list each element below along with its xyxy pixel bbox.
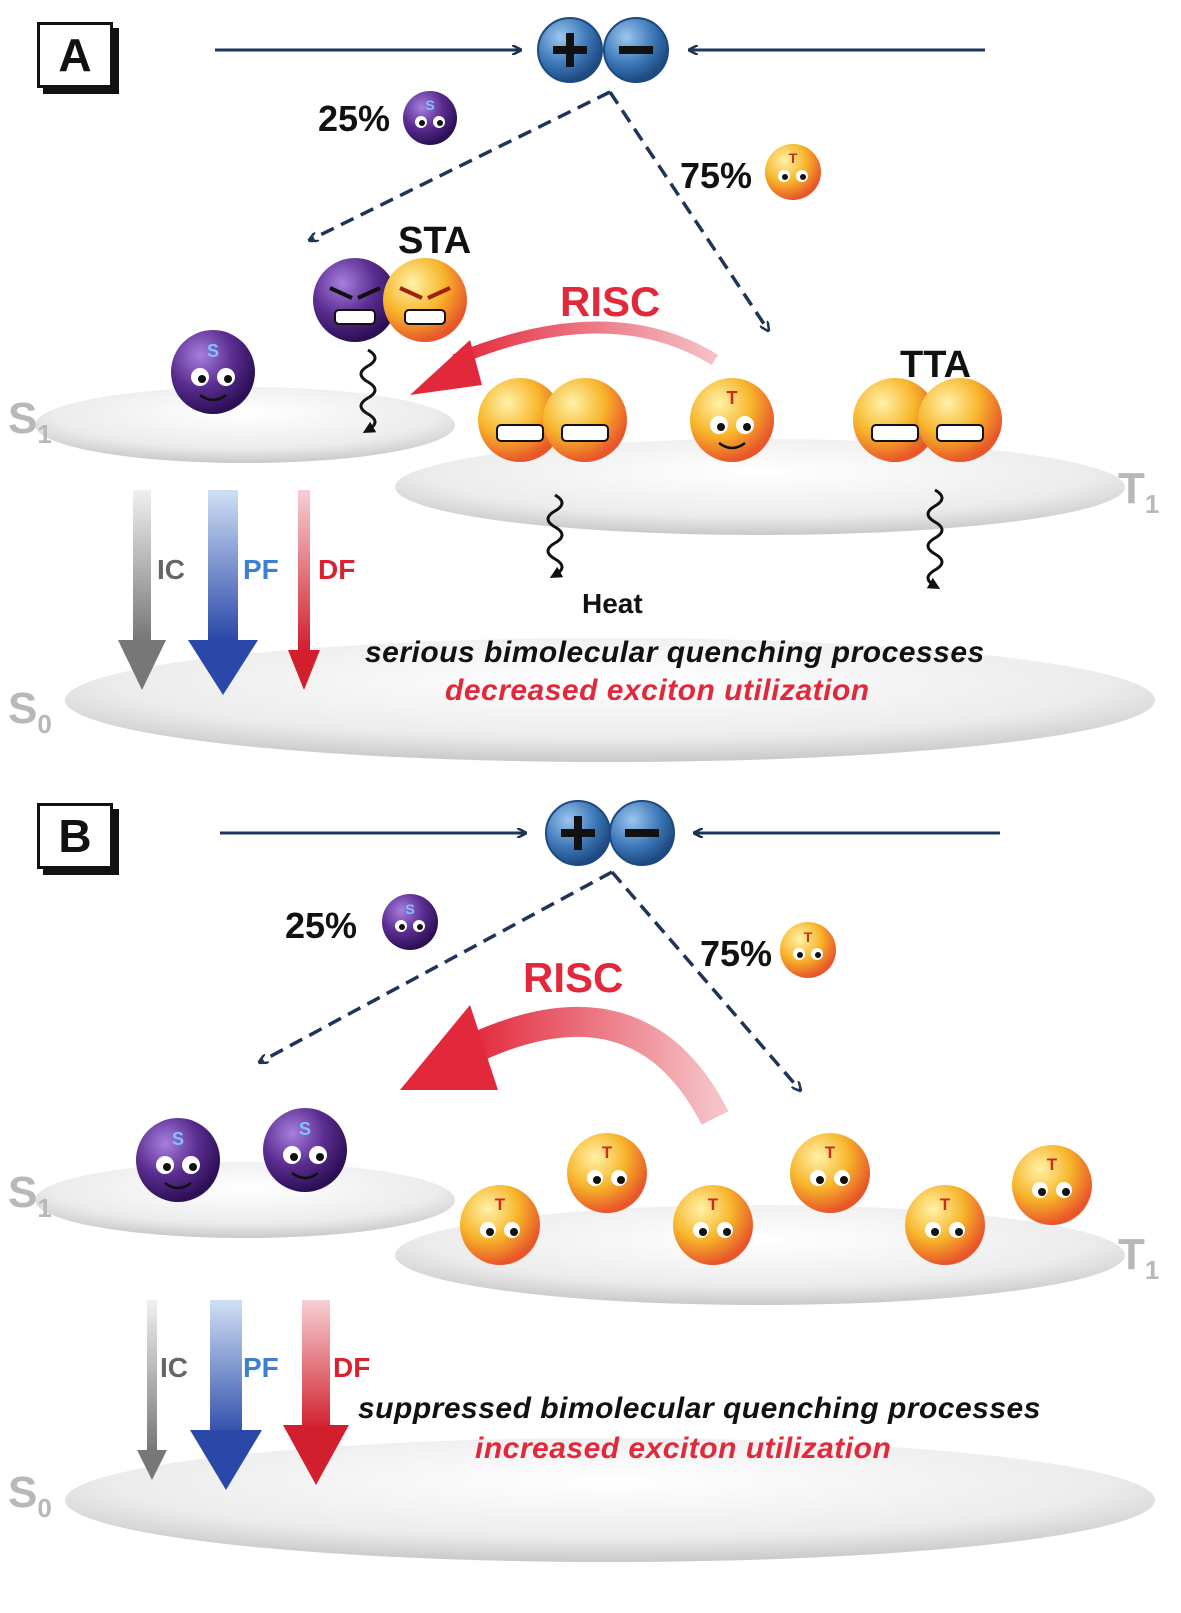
singlet-percent: 25% [318, 98, 391, 139]
hole-icon [545, 800, 611, 866]
triplet-percent: 75% [700, 933, 773, 974]
ic-arrow [118, 490, 166, 690]
electron-icon [609, 800, 675, 866]
risc-arrow-a-head [410, 340, 482, 395]
svg-text:T: T [804, 929, 813, 945]
t1-disc [395, 439, 1125, 535]
svg-text:T: T [495, 1195, 506, 1214]
df-label: DF [333, 1352, 371, 1383]
s1-disc [35, 1162, 455, 1238]
svg-text:T: T [602, 1143, 613, 1162]
ic-arrow [137, 1300, 167, 1480]
sta-singlet-icon [313, 258, 397, 342]
svg-text:T: T [940, 1195, 951, 1214]
hole-icon [537, 17, 603, 83]
svg-text:T: T [727, 388, 738, 408]
svg-text:T: T [789, 150, 798, 166]
t1-triplet-icon: T [1012, 1145, 1092, 1225]
df-label: DF [318, 554, 356, 585]
svg-text:S: S [299, 1119, 311, 1139]
sta-label: STA [398, 220, 472, 262]
electron-icon [603, 17, 669, 83]
tta-label: TTA [900, 344, 972, 386]
s1-disc [35, 387, 455, 463]
pf-arrow [190, 1300, 262, 1490]
risc-arrow-b [463, 1007, 729, 1125]
s1-level-label: S1 [8, 394, 52, 449]
singlet-icon-small: S [403, 91, 457, 145]
s0-disc [65, 638, 1155, 762]
df-arrow [288, 490, 320, 690]
tta-pair-icon [853, 378, 1002, 462]
s0-level-label: S0 [8, 684, 52, 739]
pf-arrow [188, 490, 258, 695]
sta-triplet-icon [383, 258, 467, 342]
t1-level-label: T1 [1118, 464, 1160, 519]
panel-a-scene: S T S [35, 17, 1155, 762]
pf-label: PF [243, 554, 279, 585]
t1-triplet-icon: T [690, 378, 774, 462]
svg-text:S: S [207, 341, 219, 361]
singlet-percent: 25% [285, 905, 358, 946]
t1-triplet-icon: T [790, 1133, 870, 1213]
svg-text:T: T [1047, 1155, 1058, 1174]
ic-label: IC [160, 1352, 188, 1383]
panel-a: S T S [0, 0, 1181, 800]
t1-triplet-icon: T [460, 1185, 540, 1265]
quenching-line: suppressed bimolecular quenching process… [358, 1392, 1041, 1425]
singlet-icon-small: S [382, 894, 438, 950]
triplet-path-arrow [610, 870, 800, 1090]
triplet-icon-small: T [780, 922, 836, 978]
df-arrow [283, 1300, 349, 1485]
triplet-path-arrow [608, 91, 768, 330]
singlet-path-arrow [260, 870, 613, 1062]
s0-disc [65, 1438, 1155, 1562]
heat-squiggle [546, 493, 564, 578]
svg-text:S: S [172, 1129, 184, 1149]
ic-label: IC [157, 554, 185, 585]
singlet-path-arrow [310, 90, 611, 240]
svg-text:S: S [425, 97, 434, 113]
s1-singlet-icon: S [136, 1118, 220, 1202]
s1-level-label: S1 [8, 1168, 52, 1223]
risc-label: RISC [523, 954, 624, 1001]
risc-arrow-a [452, 321, 719, 366]
panel-b: S T S S T [0, 800, 1181, 1613]
svg-text:S: S [405, 901, 414, 917]
utilization-line: decreased exciton utilization [445, 674, 870, 707]
t1-triplet-icon: T [673, 1185, 753, 1265]
t1-level-label: T1 [1118, 1230, 1160, 1285]
t1-pair-left-icon [478, 378, 627, 462]
triplet-icon-small: T [765, 144, 821, 200]
triplet-percent: 75% [680, 155, 753, 196]
s1-singlet-icon: S [171, 330, 255, 414]
utilization-line: increased exciton utilization [475, 1432, 892, 1465]
tta-squiggle [926, 488, 944, 589]
panel-label: B [37, 803, 113, 869]
s1-singlet-icon: S [263, 1108, 347, 1192]
t1-triplet-icon: T [905, 1185, 985, 1265]
heat-label: Heat [582, 588, 643, 619]
pf-label: PF [243, 1352, 279, 1383]
t1-triplet-icon: T [567, 1133, 647, 1213]
svg-text:T: T [708, 1195, 719, 1214]
svg-text:T: T [825, 1143, 836, 1162]
quenching-line: serious bimolecular quenching processes [365, 636, 985, 669]
risc-label: RISC [560, 278, 661, 325]
panel-label: A [37, 22, 113, 88]
panel-b-scene: S T S S T [35, 800, 1155, 1562]
sta-heat-squiggle [359, 348, 377, 433]
risc-arrow-b-head [400, 1005, 498, 1090]
s0-level-label: S0 [8, 1468, 52, 1523]
